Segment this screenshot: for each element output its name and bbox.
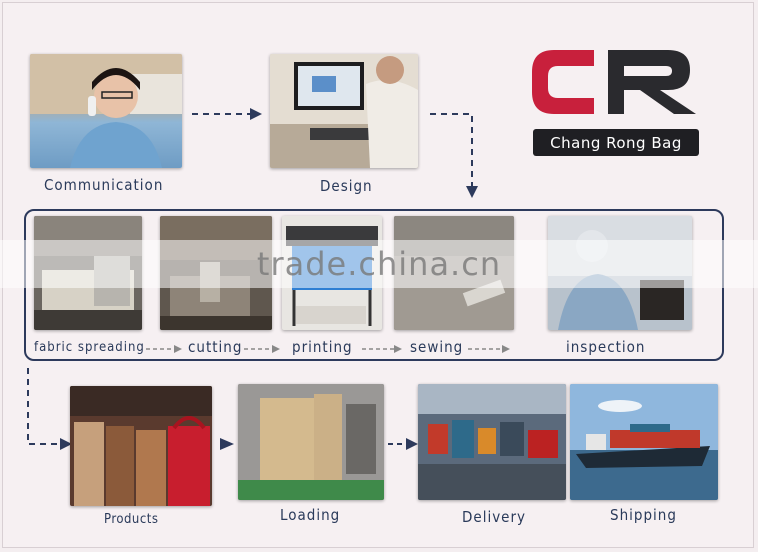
chang-rong-logo (532, 50, 696, 114)
step-label-communication: Communication (44, 176, 164, 194)
step-label-delivery: Delivery (462, 508, 527, 526)
products-photo (70, 386, 212, 506)
arrow-printing-to-sewing (362, 345, 402, 353)
process-label-fabric-spreading: fabric spreading (34, 340, 145, 355)
delivery-photo (418, 384, 566, 500)
arrow-loading-to-delivery (388, 438, 418, 450)
watermark: trade.china.cn (0, 240, 758, 288)
arrow-communication-to-design (192, 108, 262, 120)
arrow-process-to-products (27, 368, 72, 450)
step-label-design: Design (320, 177, 373, 195)
process-label-sewing: sewing (410, 338, 464, 356)
step-label-products: Products (104, 512, 159, 527)
communication-photo (30, 54, 182, 168)
logo-tagline: Chang Rong Bag (533, 129, 699, 156)
arrow-spreading-to-cutting (146, 345, 182, 353)
step-label-shipping: Shipping (610, 506, 677, 524)
design-photo (270, 54, 418, 168)
loading-photo (238, 384, 384, 500)
step-label-loading: Loading (280, 506, 341, 524)
process-label-cutting: cutting (188, 338, 243, 356)
arrow-cutting-to-printing (244, 345, 280, 353)
arrow-sewing-to-inspection (468, 345, 510, 353)
arrow-design-to-process (430, 113, 478, 198)
shipping-photo (570, 384, 718, 500)
process-label-printing: printing (292, 338, 353, 356)
process-label-inspection: inspection (566, 338, 646, 356)
arrow-products-to-loading (220, 438, 234, 450)
